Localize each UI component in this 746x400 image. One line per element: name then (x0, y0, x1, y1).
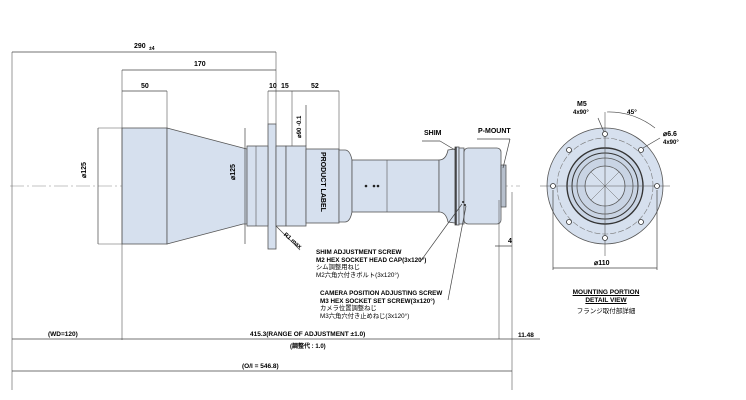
dim-dia-front: ⌀125 (81, 162, 88, 178)
dim-range-jp: (調整代 : 1.0) (290, 344, 326, 350)
shim-label: SHIM (424, 130, 442, 137)
detail-pcd: ⌀110 (594, 260, 610, 267)
p-mount-label: P-MOUNT (478, 128, 511, 135)
dim-50: 50 (141, 83, 149, 90)
pre-flange-ring (246, 145, 269, 227)
dim-wd: (WD=120) (48, 331, 78, 338)
dim-10: 10 (269, 83, 277, 90)
dim-11-48: 11.48 (518, 332, 534, 339)
lens-body (121, 123, 507, 250)
dim-52: 52 (311, 83, 319, 90)
detail-m5: M5 (577, 101, 587, 108)
dim-290: 290 (134, 43, 146, 50)
mount-holes (566, 147, 644, 225)
dim-r1: R1 max (282, 232, 303, 251)
detail-hole-dia: ⌀6.6 (663, 131, 677, 138)
m5-holes (550, 131, 660, 241)
detail-angle: 45° (627, 109, 637, 116)
shim-screw-note: SHIM ADJUSTMENT SCREW M2 HEX SOCKET HEAD… (316, 249, 427, 279)
dim-170: 170 (194, 61, 206, 68)
dim-4: 4 (508, 238, 512, 245)
detail-title: MOUNTING PORTION DETAIL VIEW フランジ取付部詳細 (572, 289, 640, 315)
dim-dia-flange: ⌀90 -0.1 (297, 115, 303, 138)
camera-screw-note: CAMERA POSITION ADJUSTING SCREW M3 HEX S… (320, 290, 443, 320)
front-barrel (121, 127, 168, 245)
detail-hole-qty: 4x90° (663, 140, 679, 146)
dim-dia-mid: ⌀125 (230, 164, 237, 180)
detail-m5-qty: 4x90° (573, 110, 589, 116)
product-label: PRODUCT LABEL (319, 152, 326, 212)
dim-oal: (O/l = 546.8) (242, 363, 279, 370)
dim-15: 15 (281, 83, 289, 90)
dim-290-tolerance: ±4 (149, 46, 155, 52)
dim-range: 415.3(RANGE OF ADJUSTMENT ±1.0) (250, 331, 366, 338)
